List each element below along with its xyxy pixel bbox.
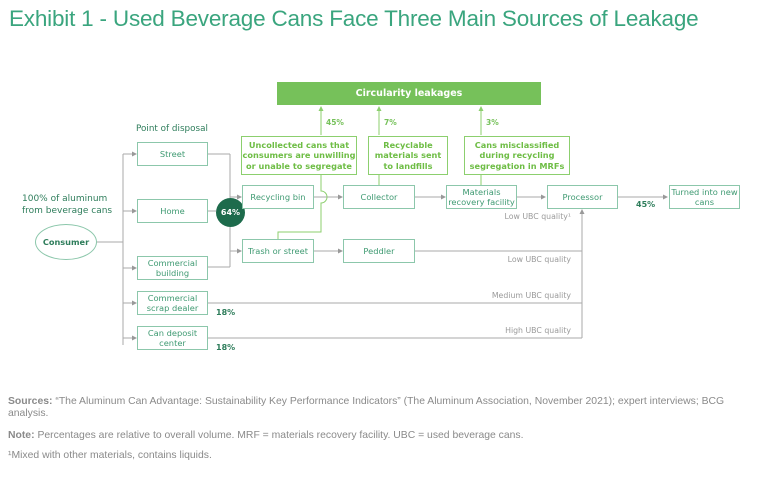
node-recycling-bin: Recycling bin [242, 185, 314, 209]
point-of-disposal-label: Point of disposal [136, 124, 208, 134]
merge-percent-badge: 64% [216, 198, 245, 227]
node-peddler: Peddler [343, 239, 415, 263]
leakage-misclassified: Cans misclassified during recycling segr… [464, 136, 570, 175]
node-materials-recovery-facility: Materials recovery facility [446, 185, 517, 209]
disposal-street: Street [137, 142, 208, 166]
disposal-can-deposit-center: Can deposit center [137, 326, 208, 350]
source-label: 100% of aluminum from beverage cans [22, 194, 113, 216]
quality-mrf: Low UBC quality¹ [504, 212, 571, 221]
output-percent: 45% [636, 200, 656, 209]
note-text: Percentages are relative to overall volu… [34, 430, 524, 441]
consumer-node: Consumer [35, 224, 97, 260]
node-processor: Processor [547, 185, 618, 209]
deposit-center-percent: 18% [216, 343, 236, 352]
leakage-landfills: Recyclable materials sent to landfills [368, 136, 448, 175]
node-collector: Collector [343, 185, 415, 209]
sources-label: Sources: [8, 396, 53, 407]
footnote-1: ¹Mixed with other materials, contains li… [8, 450, 212, 461]
circularity-leakages-banner: Circularity leakages [277, 82, 541, 105]
note-footnote: Note: Percentages are relative to overal… [8, 430, 728, 442]
quality-deposit: High UBC quality [505, 326, 571, 335]
quality-scrap: Medium UBC quality [491, 291, 571, 300]
sources-footnote: Sources: “The Aluminum Can Advantage: Su… [8, 396, 728, 420]
node-turned-into-new-cans: Turned into new cans [669, 185, 740, 209]
scrap-dealer-percent: 18% [216, 308, 236, 317]
leakage-1-percent: 45% [326, 118, 344, 127]
node-trash-or-street: Trash or street [242, 239, 314, 263]
leakage-3-percent: 3% [486, 118, 499, 127]
note-label: Note: [8, 430, 35, 441]
disposal-commercial-scrap-dealer: Commercial scrap dealer [137, 291, 208, 315]
leakage-uncollected-cans: Uncollected cans that consumers are unwi… [241, 136, 357, 175]
leakage-2-percent: 7% [384, 118, 397, 127]
quality-peddler: Low UBC quality [507, 255, 571, 264]
exhibit-title: Exhibit 1 - Used Beverage Cans Face Thre… [9, 6, 699, 31]
disposal-home: Home [137, 199, 208, 223]
disposal-commercial-building: Commercial building [137, 256, 208, 280]
sources-text: “The Aluminum Can Advantage: Sustainabil… [8, 396, 725, 419]
